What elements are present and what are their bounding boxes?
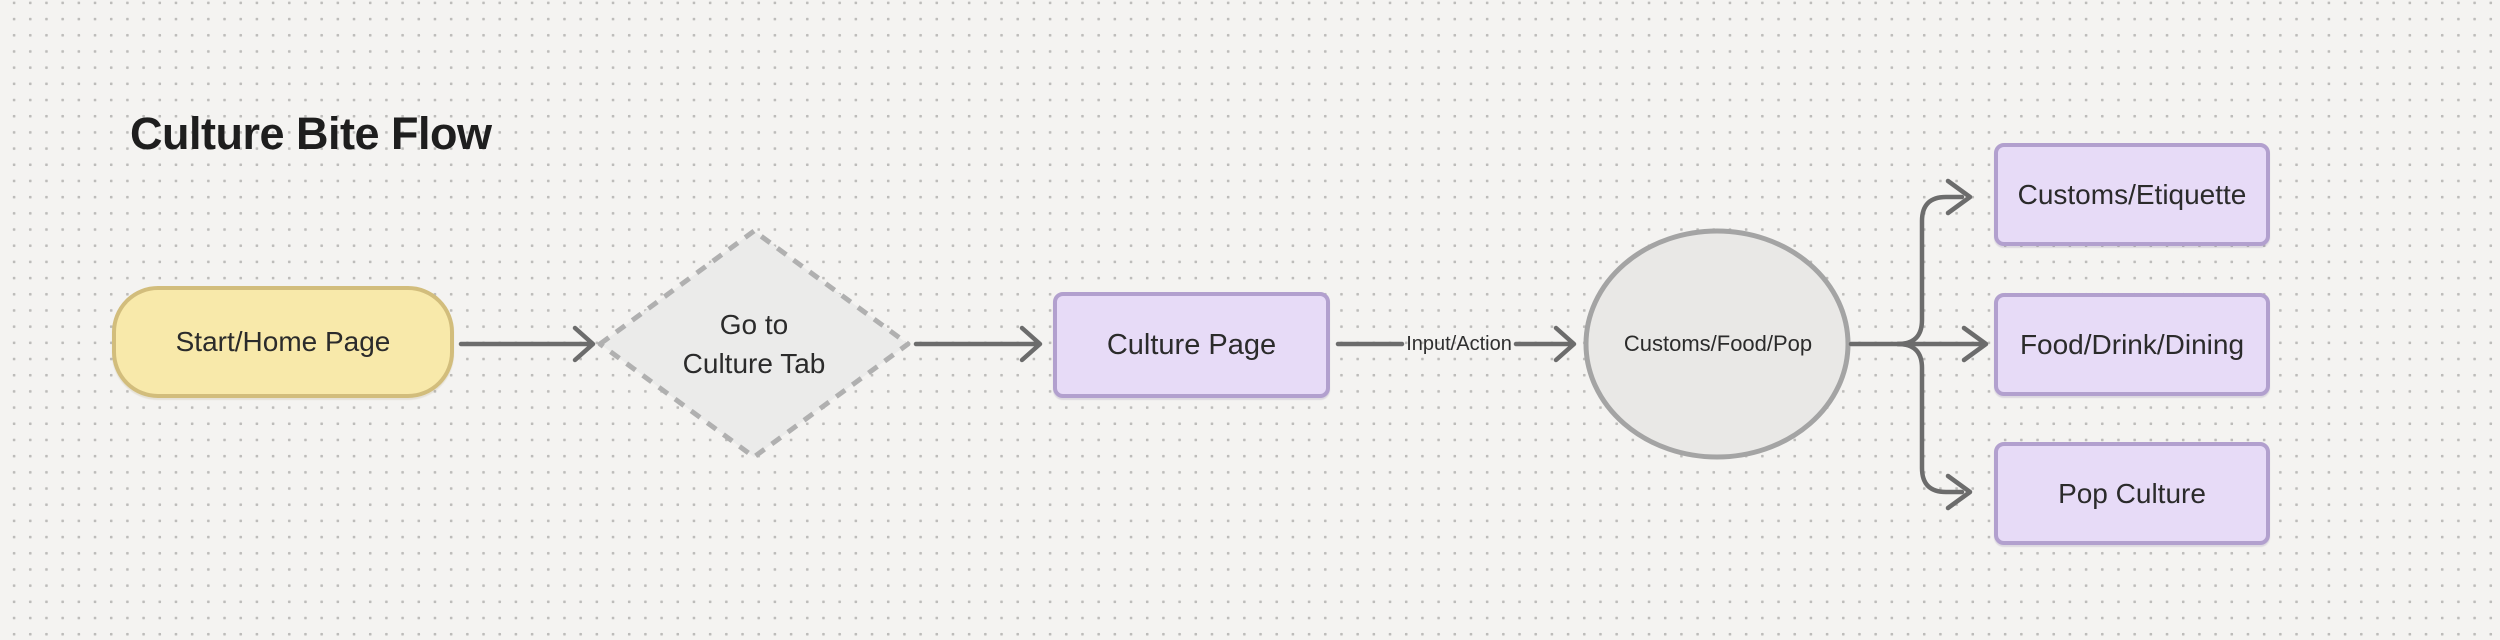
- start-node[interactable]: Start/Home Page: [112, 286, 454, 398]
- culture-page-node[interactable]: Culture Page: [1053, 292, 1330, 398]
- customs-etiquette-node-label: Customs/Etiquette: [2017, 178, 2247, 210]
- culture-page-node-label: Culture Page: [1106, 328, 1277, 361]
- edge-category-to-food[interactable]: [1848, 325, 1989, 363]
- decision-node-shape[interactable]: [597, 228, 911, 460]
- food-drink-dining-node-label: Food/Drink/Dining: [2019, 328, 2245, 360]
- edge-decision-to-culturepage[interactable]: [913, 325, 1043, 363]
- edge-category-to-pop[interactable]: [1895, 341, 1973, 511]
- diagram-title[interactable]: Culture Bite Flow: [130, 108, 492, 159]
- pop-culture-node[interactable]: Pop Culture: [1994, 442, 2270, 545]
- start-node-label: Start/Home Page: [175, 326, 391, 357]
- edge-culturepage-to-category[interactable]: [1335, 325, 1577, 363]
- pop-culture-node-label: Pop Culture: [2058, 477, 2206, 509]
- edge-start-to-decision[interactable]: [458, 325, 596, 363]
- category-node-shape[interactable]: [1583, 228, 1851, 460]
- edge-category-to-customs[interactable]: [1895, 178, 1973, 347]
- food-drink-dining-node[interactable]: Food/Drink/Dining: [1994, 293, 2270, 396]
- customs-etiquette-node[interactable]: Customs/Etiquette: [1994, 143, 2270, 246]
